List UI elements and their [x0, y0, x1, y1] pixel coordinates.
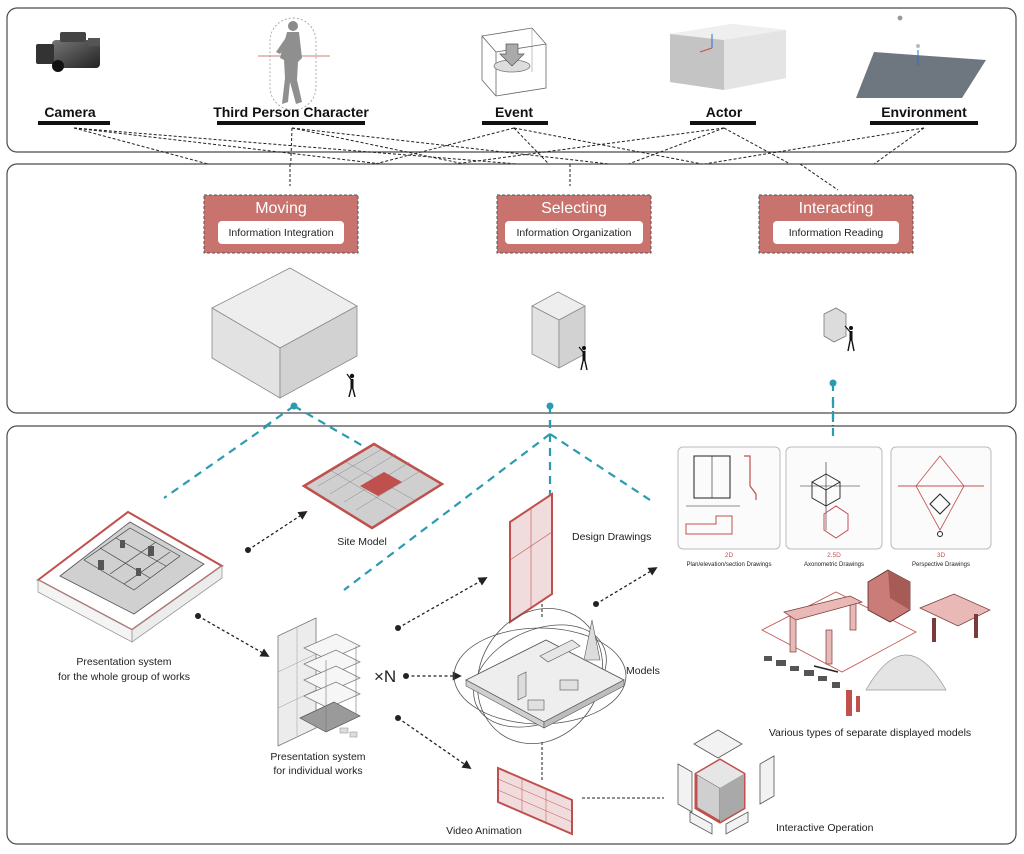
palette-label-actor: Actor	[706, 104, 743, 120]
interactive-operation-caption: Interactive Operation	[776, 822, 874, 834]
palette-underline	[482, 121, 548, 125]
action-title-selecting: Selecting	[541, 200, 607, 217]
action-subtitle-selecting: Information Organization	[517, 227, 632, 239]
palette-underline	[690, 121, 756, 125]
drawing-card-code-2d: 2D	[725, 552, 734, 559]
event-icon	[481, 27, 547, 97]
character-icon	[258, 17, 330, 111]
models-caption: Models	[626, 665, 660, 677]
figure-icon	[844, 325, 855, 352]
separate-models-caption: Various types of separate displayed mode…	[769, 727, 971, 739]
drawing-card-2d: 2D Plan/elevation/section Drawings	[677, 446, 781, 568]
whole-group-model	[36, 510, 224, 643]
camera-icon	[36, 32, 100, 72]
multiplier-label: ×N	[374, 667, 396, 686]
small-panel-icon	[823, 307, 855, 352]
video-animation-caption: Video Animation	[446, 825, 522, 837]
individual-works-model	[277, 617, 361, 747]
drawing-card-code-3d: 3D	[937, 552, 946, 559]
figure-icon	[346, 373, 356, 398]
site-model-caption: Site Model	[337, 536, 387, 548]
models-center	[453, 607, 627, 745]
actor-icon	[670, 24, 786, 90]
design-drawings-caption: Design Drawings	[572, 531, 651, 543]
medium-cube-icon	[531, 291, 588, 371]
palette-label-character: Third Person Character	[213, 104, 369, 120]
action-subtitle-moving: Information Integration	[228, 227, 333, 239]
action-selecting: Selecting Information Organization	[496, 194, 652, 254]
drawing-card-25d: 2.5D Axonometric Drawings	[785, 446, 883, 568]
separate-models-illustration	[761, 569, 991, 716]
palette-underline	[217, 121, 365, 125]
design-drawing-sheet	[509, 492, 553, 624]
palette-label-environment: Environment	[881, 104, 967, 120]
palette-label-event: Event	[495, 104, 533, 120]
flow-arrows	[195, 511, 664, 799]
video-animation-sheet	[497, 766, 573, 836]
action-title-moving: Moving	[255, 200, 307, 217]
interactive-operation-icon	[677, 729, 775, 835]
palette-links-inner	[289, 163, 839, 191]
whole-group-caption-line1: Presentation system	[76, 656, 171, 668]
large-cube-icon	[211, 267, 358, 399]
individual-caption-line2: for individual works	[273, 765, 362, 777]
drawing-card-caption-2d: Plan/elevation/section Drawings	[686, 562, 771, 568]
palette-underline	[38, 121, 110, 125]
palette-underline	[870, 121, 978, 125]
site-model	[301, 442, 445, 530]
action-subtitle-interacting: Information Reading	[789, 227, 884, 239]
individual-caption-line1: Presentation system	[270, 751, 365, 763]
environment-icon	[856, 15, 986, 98]
figure-icon	[578, 346, 588, 371]
action-interacting: Interacting Information Reading	[758, 194, 914, 254]
action-title-interacting: Interacting	[799, 200, 874, 217]
palette-label-camera: Camera	[44, 104, 96, 120]
drawing-card-caption-3d: Perspective Drawings	[912, 562, 970, 568]
drawing-card-code-25d: 2.5D	[827, 552, 841, 559]
drawing-card-caption-25d: Axonometric Drawings	[804, 562, 864, 568]
action-moving: Moving Information Integration	[203, 194, 359, 254]
drawing-card-3d: 3D Perspective Drawings	[890, 446, 992, 568]
scale-connectors-inner	[163, 400, 835, 591]
whole-group-caption-line2: for the whole group of works	[58, 671, 190, 683]
